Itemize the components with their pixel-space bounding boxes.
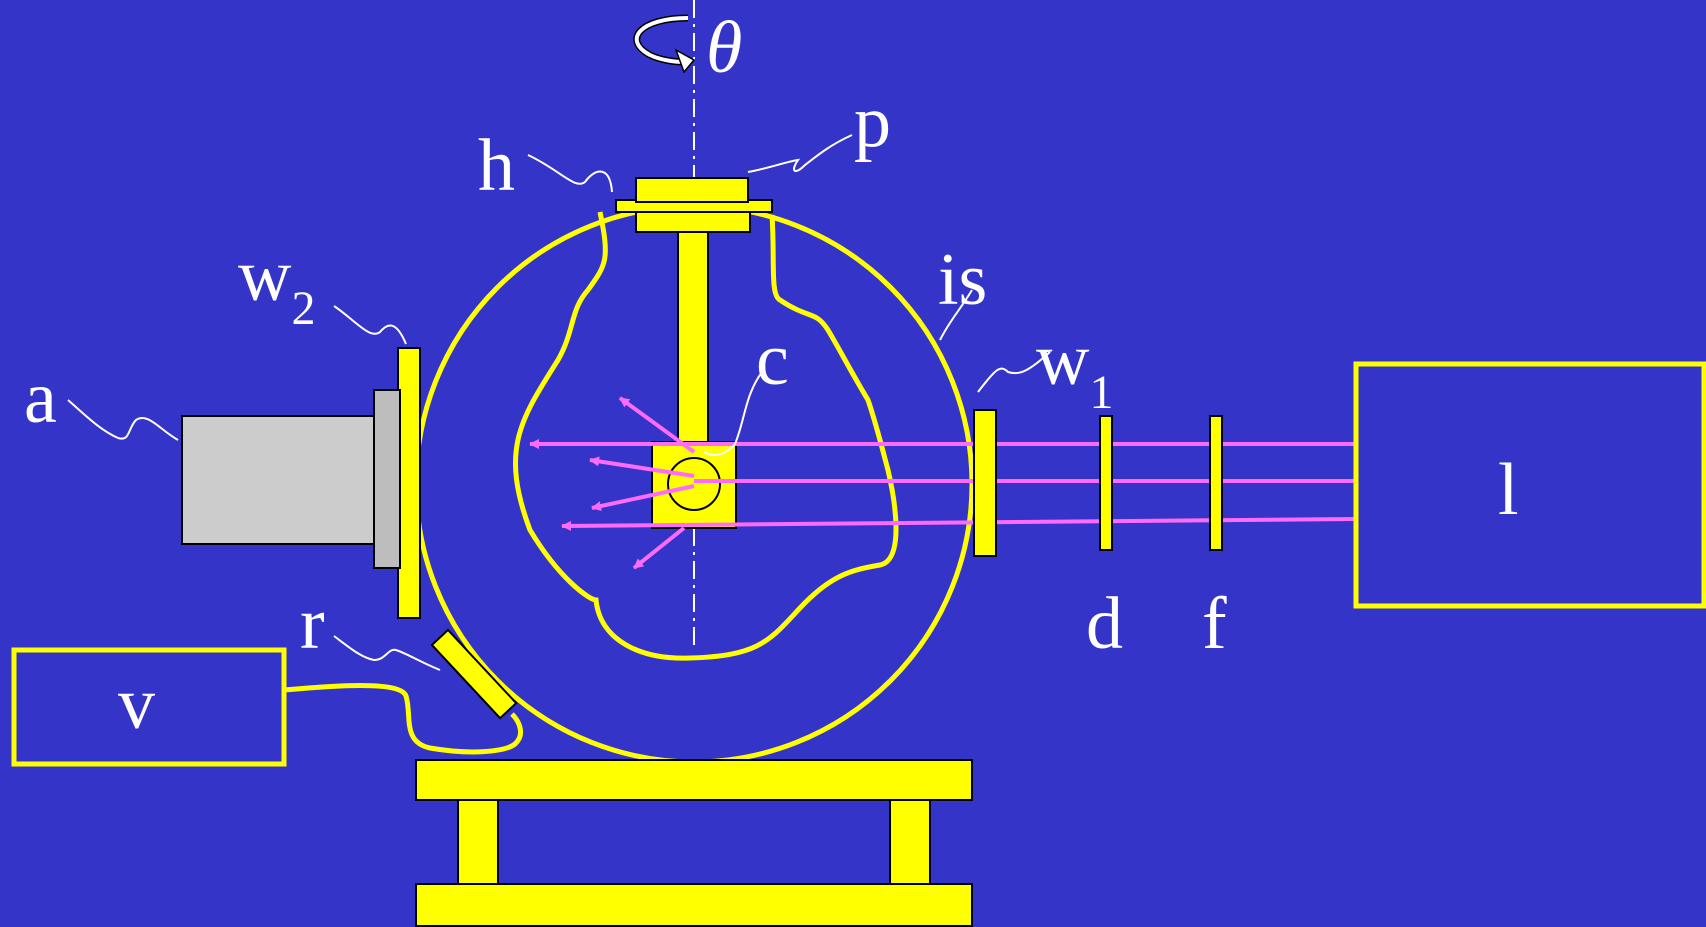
stand-leg-left — [457, 799, 499, 885]
analyzer-flange — [373, 389, 401, 569]
label-v: v — [118, 663, 155, 745]
rotation-arrow-icon — [633, 14, 696, 74]
laser-box — [1353, 361, 1706, 609]
leader-w2 — [333, 305, 407, 345]
sample-cell-spot — [667, 457, 721, 511]
label-r: r — [300, 583, 325, 665]
leader-c — [703, 371, 763, 457]
holder-stem — [677, 229, 709, 446]
label-a: a — [24, 357, 57, 439]
label-l: l — [1498, 449, 1519, 531]
scattered-ray-4 — [632, 526, 686, 570]
leader-is — [939, 289, 973, 341]
label-is: is — [938, 239, 987, 321]
scattered-ray-1 — [618, 396, 696, 454]
sample-container-outline — [513, 211, 899, 661]
holder-head — [635, 177, 749, 203]
label-w2: w2 — [238, 235, 315, 335]
leader-h — [527, 154, 613, 193]
label-f: f — [1202, 583, 1227, 665]
scattered-ray-2 — [589, 456, 695, 478]
label-h: h — [478, 125, 515, 207]
label-p: p — [854, 81, 891, 163]
sample-cell — [651, 441, 737, 529]
stand-top — [415, 759, 973, 801]
leader-p — [747, 134, 853, 173]
label-w2-base: w — [238, 235, 292, 317]
label-w1: w1 — [1036, 319, 1113, 419]
receiver-r — [430, 628, 518, 720]
label-theta: θ — [706, 7, 742, 89]
leader-r — [333, 635, 441, 671]
leader-a — [67, 399, 179, 441]
beam-lower — [561, 517, 1357, 531]
label-w1-sub: 1 — [1089, 366, 1113, 419]
stand-leg-right — [889, 799, 931, 885]
label-w2-sub: 2 — [291, 282, 315, 335]
holder-clamp — [635, 211, 751, 233]
analyzer-body — [181, 415, 375, 545]
voltmeter-cable — [283, 683, 524, 755]
label-d: d — [1086, 583, 1123, 665]
scattered-ray-3 — [591, 484, 695, 511]
voltmeter-box — [11, 647, 287, 767]
window-w1 — [973, 409, 997, 557]
element-d — [1099, 415, 1113, 551]
label-w1-base: w — [1036, 319, 1090, 401]
element-f — [1209, 415, 1223, 551]
label-c: c — [756, 319, 789, 401]
leader-w1 — [977, 351, 1051, 393]
window-w2 — [397, 347, 421, 619]
stand-base — [415, 883, 973, 927]
